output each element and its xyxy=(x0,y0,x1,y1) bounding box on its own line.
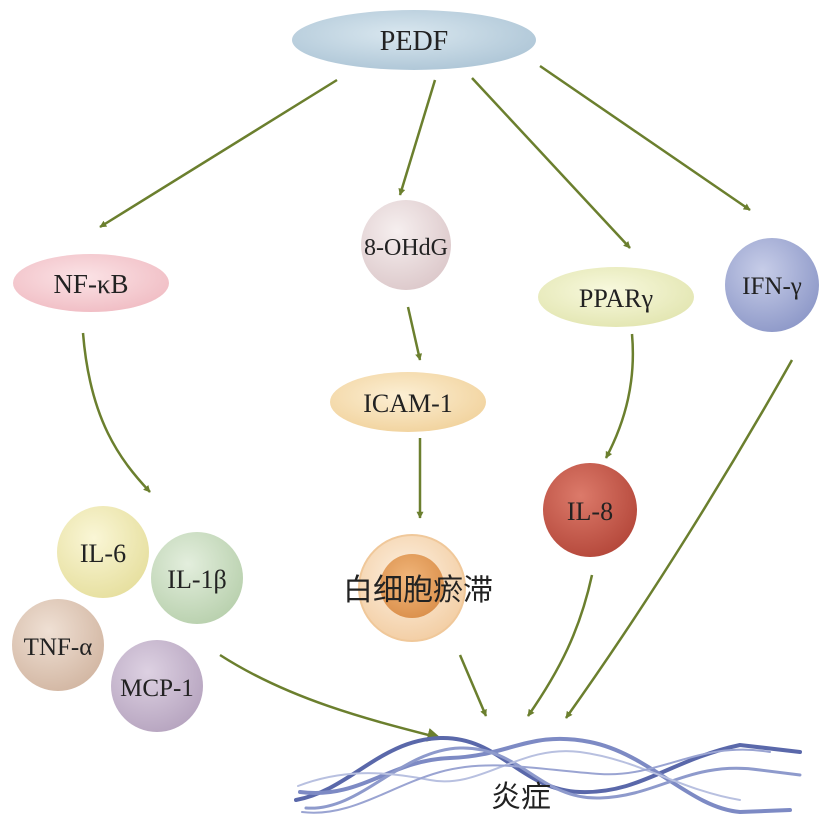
node-il8: IL-8 xyxy=(543,463,637,557)
label-il1b: IL-1β xyxy=(167,565,226,594)
label-8ohdg: 8-OHdG xyxy=(364,235,448,261)
label-nfkb: NF-κB xyxy=(53,269,128,299)
label-ppar: PPARγ xyxy=(579,284,653,313)
arrow-pedf-to-8ohdg xyxy=(398,79,437,196)
label-icam: ICAM-1 xyxy=(363,389,453,418)
node-8ohdg: 8-OHdG xyxy=(361,200,451,290)
label-pedf: PEDF xyxy=(380,26,448,57)
node-il1b: IL-1β xyxy=(151,532,243,624)
label-il8: IL-8 xyxy=(567,497,613,526)
node-leukostasis: 白细胞瘀滞 xyxy=(343,534,493,642)
node-tnfa: TNF-α xyxy=(12,599,104,691)
label-leukostasis: 白细胞瘀滞 xyxy=(343,574,493,607)
node-ppar: PPARγ xyxy=(538,267,694,327)
arrow-leukostasis-to-inflammation xyxy=(458,654,488,717)
arrow-pedf-to-nfkb xyxy=(99,78,338,229)
arrow-ppar-to-il8 xyxy=(604,333,635,459)
arrow-cytokines-to-inflammation xyxy=(219,653,442,742)
arrow-il8-to-inflammation xyxy=(526,574,594,717)
arrows xyxy=(81,64,794,742)
arrow-nfkb-to-cytokines xyxy=(81,332,151,493)
arrow-pedf-to-ppar xyxy=(471,77,631,249)
arrow-ifn-to-inflammation xyxy=(564,359,794,719)
label-mcp1: MCP-1 xyxy=(120,675,194,702)
label-il6: IL-6 xyxy=(80,539,126,568)
node-il6: IL-6 xyxy=(57,506,149,598)
node-icam: ICAM-1 xyxy=(330,372,486,432)
label-ifn: IFN-γ xyxy=(742,273,802,300)
arrow-pedf-to-ifn xyxy=(539,64,751,212)
label-tnfa: TNF-α xyxy=(24,634,93,661)
inflammation-helix xyxy=(294,735,802,815)
arrow-8ohdg-to-icam xyxy=(406,306,423,361)
label-inflammation: 炎症 xyxy=(491,781,551,814)
node-pedf: PEDF xyxy=(292,10,536,70)
node-ifn: IFN-γ xyxy=(725,238,819,332)
node-mcp1: MCP-1 xyxy=(111,640,203,732)
node-nfkb: NF-κB xyxy=(13,254,169,312)
